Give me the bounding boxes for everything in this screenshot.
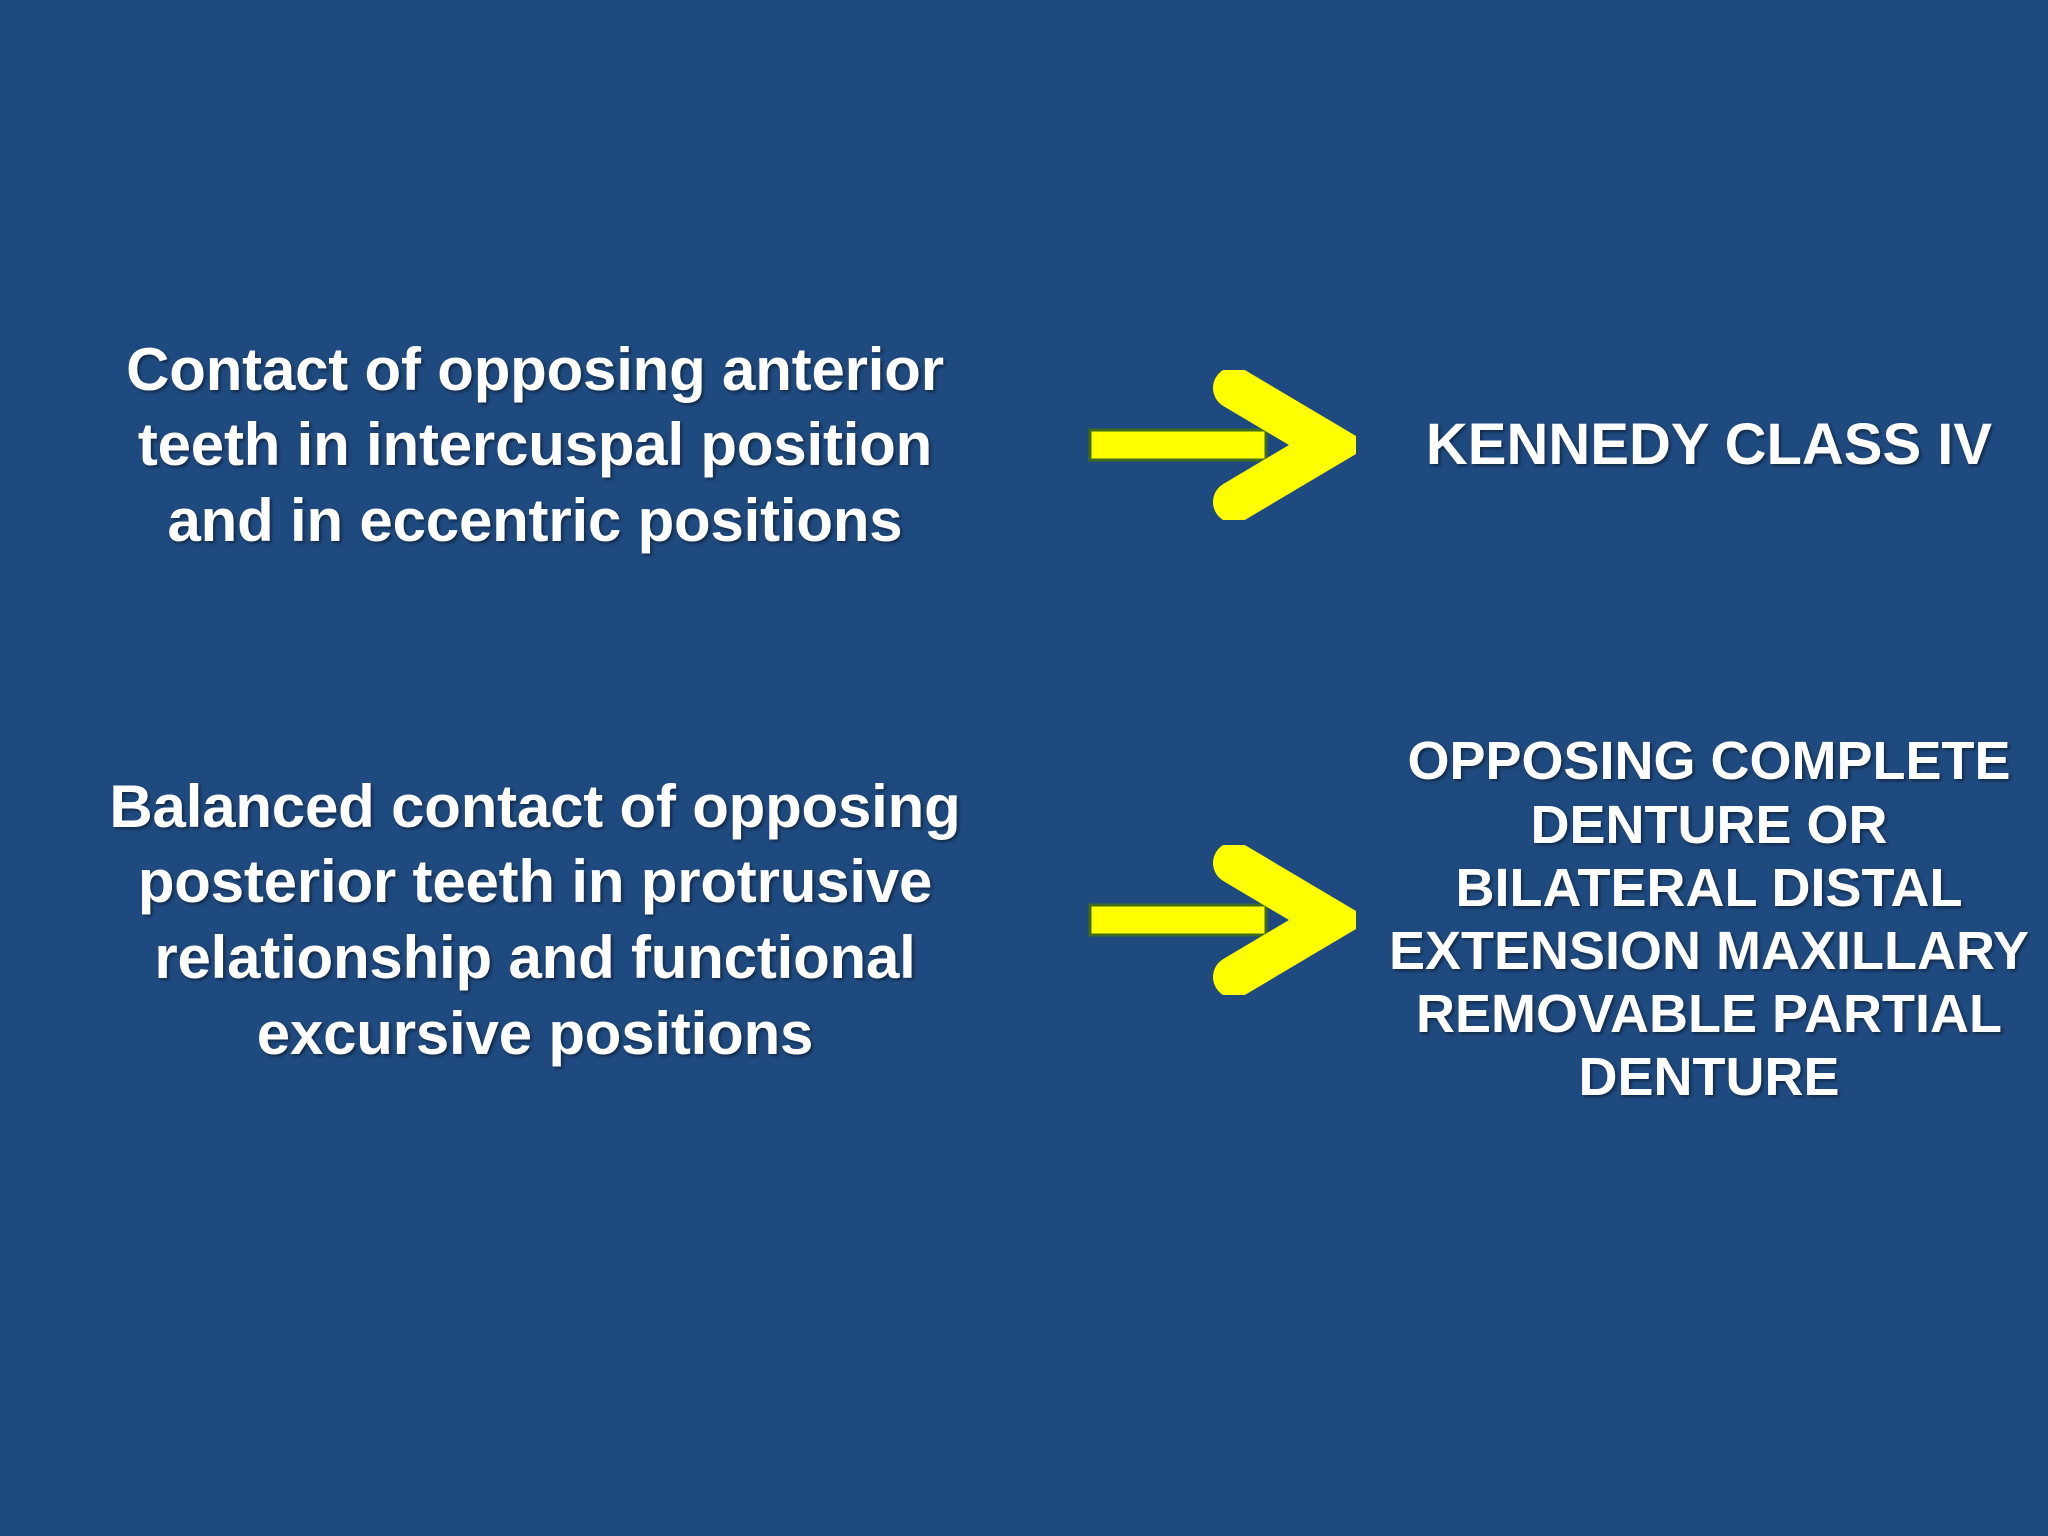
row-2-result-text: OPPOSING COMPLETE DENTURE OR BILATERAL D… (1388, 731, 2030, 1108)
right-arrow-icon (1088, 370, 1356, 520)
row-1-right-cell: KENNEDY CLASS IV (1370, 409, 2048, 482)
row-1-result-text: KENNEDY CLASS IV (1425, 411, 1993, 477)
row-2-right-cell: OPPOSING COMPLETE DENTURE OR BILATERAL D… (1370, 730, 2048, 1109)
row-1-arrow-cell (1070, 370, 1370, 520)
row-2-condition-text: Balanced contact of opposing posterior t… (109, 772, 961, 1067)
concept-row-2: Balanced contact of opposing posterior t… (0, 660, 2048, 1180)
row-2-arrow-cell (1070, 845, 1370, 995)
row-1-condition-text: Contact of opposing anterior teeth in in… (126, 335, 944, 554)
right-arrow-icon (1088, 845, 1356, 995)
row-2-left-cell: Balanced contact of opposing posterior t… (0, 769, 1070, 1071)
row-1-left-cell: Contact of opposing anterior teeth in in… (0, 332, 1070, 559)
concept-row-1: Contact of opposing anterior teeth in in… (0, 290, 2048, 600)
